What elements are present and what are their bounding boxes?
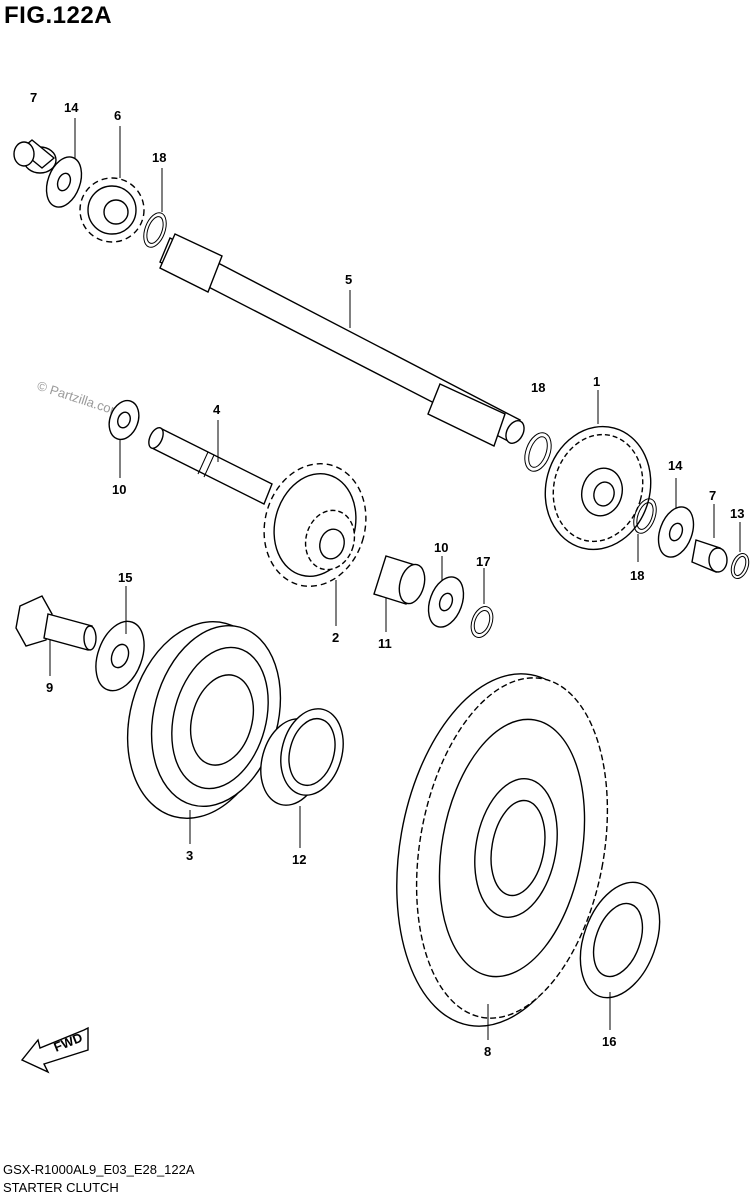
callout-8: 8 [484, 1044, 491, 1059]
part-17-circlip [470, 606, 494, 638]
part-11-needle-bearing [373, 555, 426, 605]
callout-10-left: 10 [112, 482, 126, 497]
part-10-washer-mid [427, 576, 465, 628]
figure-title: FIG.122A [4, 2, 113, 29]
callout-6: 6 [114, 108, 121, 123]
part-18-circlip-mid [524, 432, 552, 472]
callout-17: 17 [476, 554, 490, 569]
part-2-gear [263, 463, 367, 587]
callout-2: 2 [332, 630, 339, 645]
callout-13: 13 [730, 506, 744, 521]
part-10-washer-left [108, 399, 140, 441]
part-7-bushing-top [13, 139, 57, 174]
part-14-washer-top [45, 156, 83, 208]
part-15-washer [95, 620, 145, 692]
part-3-starter-clutch [126, 621, 282, 819]
part-9-bolt [15, 595, 97, 651]
part-7-bushing-right [691, 539, 728, 573]
part-4-shaft [148, 427, 273, 505]
callout-7-top: 7 [30, 90, 37, 105]
callout-3: 3 [186, 848, 193, 863]
callout-18-right: 18 [630, 568, 644, 583]
callout-7-right: 7 [709, 488, 716, 503]
part-16-washer [579, 881, 661, 999]
leader-lines [49, 118, 741, 1040]
callout-14-right: 14 [668, 458, 683, 473]
callout-9: 9 [46, 680, 53, 695]
callout-14-top: 14 [64, 100, 79, 115]
diagram-subtitle: STARTER CLUTCH [3, 1180, 119, 1195]
callout-18-mid: 18 [531, 380, 545, 395]
callout-18-top: 18 [152, 150, 166, 165]
diagram-code: GSX-R1000AL9_E03_E28_122A [3, 1162, 195, 1177]
callout-4: 4 [213, 402, 221, 417]
part-18-circlip-top [143, 212, 167, 248]
fwd-arrow-icon: FWD [20, 1026, 89, 1074]
callout-11: 11 [378, 636, 392, 651]
callout-16: 16 [602, 1034, 616, 1049]
part-13-circlip [730, 552, 750, 580]
part-8-large-gear [396, 673, 609, 1027]
part-18-circlip-right [633, 498, 657, 534]
part-1-gear [544, 425, 652, 551]
callout-10-mid: 10 [434, 540, 448, 555]
callout-5: 5 [345, 272, 352, 287]
part-14-washer-right [657, 506, 695, 558]
part-12-needle-bearing [260, 708, 344, 806]
callout-15: 15 [118, 570, 132, 585]
part-5-shaft [159, 233, 525, 447]
part-6-gear [79, 177, 145, 243]
callout-1: 1 [593, 374, 600, 389]
callout-12: 12 [292, 852, 306, 867]
